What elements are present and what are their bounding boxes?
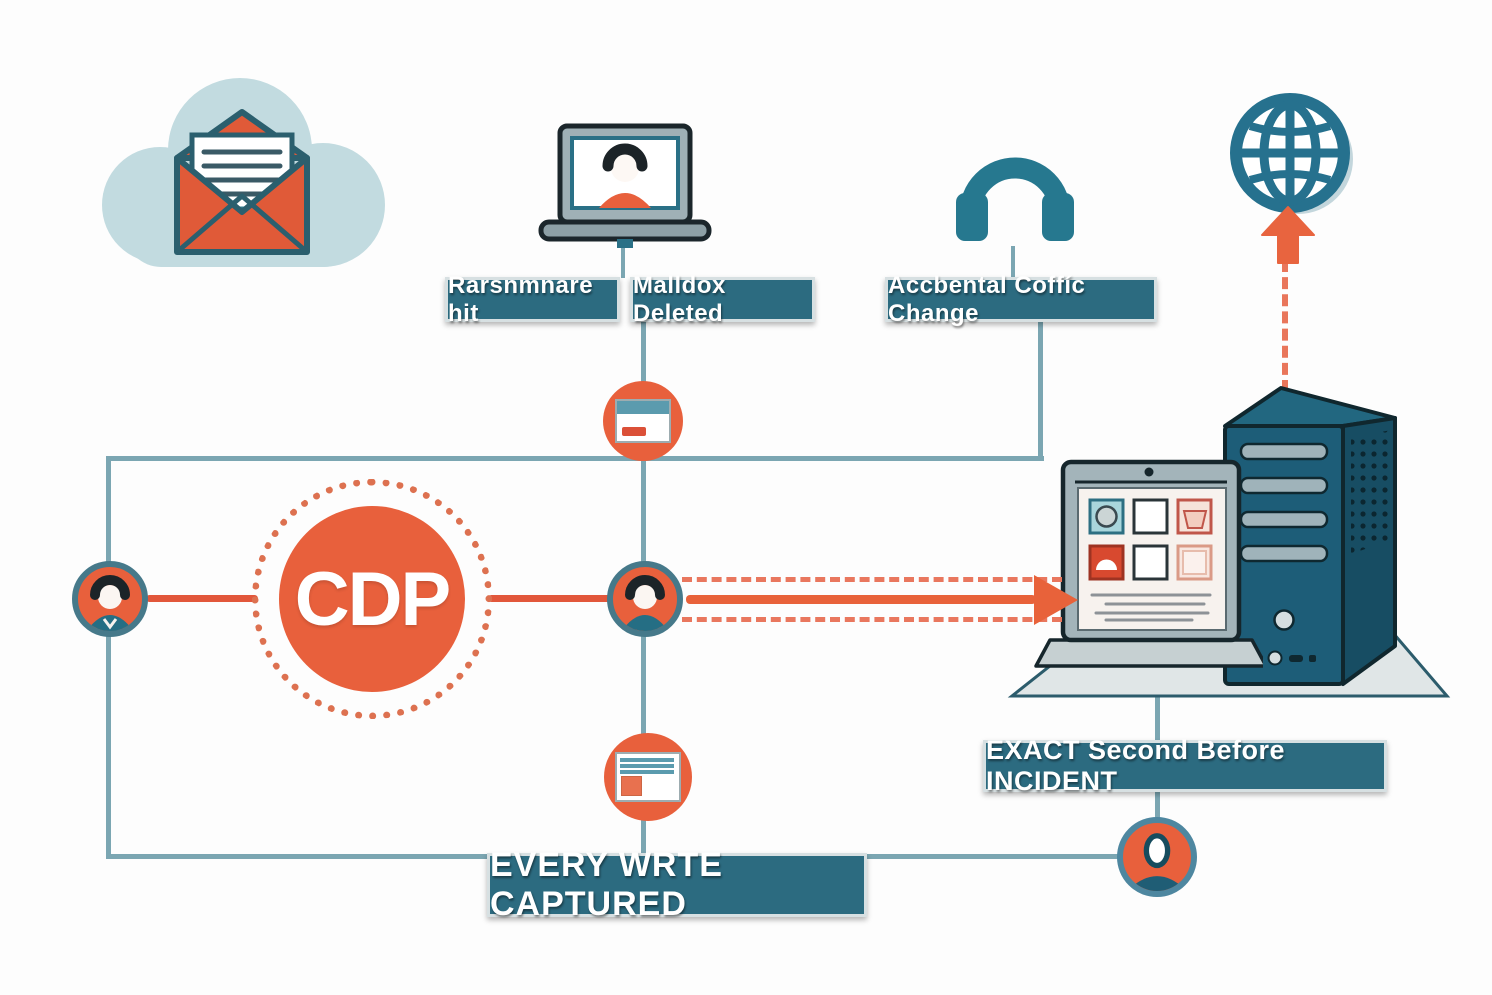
dashed-arrow-bottom xyxy=(682,617,1062,622)
connector-top-horizontal xyxy=(106,456,1044,461)
cdp-hub: CDP xyxy=(279,506,465,692)
card-line xyxy=(620,758,674,762)
connector-platform-stub xyxy=(1155,695,1160,743)
snapshot-card-icon xyxy=(603,381,683,461)
connector-headphone-stub xyxy=(1011,246,1015,278)
banner-ransomware-label: Rarsnmnare hit xyxy=(448,271,594,327)
orange-dashed-to-server xyxy=(1282,260,1288,392)
cdp-dotted-ring xyxy=(252,479,492,719)
card-line xyxy=(620,764,674,768)
banner-captured: EVERY WRTE CAPTURED xyxy=(487,846,867,923)
banner-mailbox: Malldox Deleted xyxy=(630,272,815,327)
user-glyph xyxy=(623,575,667,631)
orange-link-left xyxy=(146,595,258,602)
card-chip xyxy=(622,427,646,436)
user-avatar-icon xyxy=(72,561,148,637)
headphones-icon xyxy=(956,157,1074,241)
card-line xyxy=(620,770,674,774)
capture-arrow-head xyxy=(1034,575,1078,625)
user-glyph xyxy=(1129,833,1185,891)
user-avatar-icon xyxy=(1117,817,1197,897)
capture-arrow-shaft xyxy=(686,595,1036,604)
banner-mailbox-label: Malldox Deleted xyxy=(633,271,726,327)
banner-incident-label: EXACT Second Before INCIDENT xyxy=(986,735,1286,796)
user-glyph xyxy=(88,575,132,631)
banner-config-change-label: Accbental Coffíc Change xyxy=(888,271,1086,327)
globe-icon xyxy=(1230,93,1353,214)
banner-ransomware: Rarsnmnare hit xyxy=(445,272,620,327)
banner-captured-label: EVERY WRTE CAPTURED xyxy=(490,846,723,923)
cdp-label: CDP xyxy=(294,556,451,642)
backup-laptop-icon xyxy=(1034,459,1263,668)
card-chip xyxy=(621,776,642,796)
connector-laptop-stub xyxy=(621,244,625,278)
snapshot-card-icon xyxy=(604,733,692,821)
connector-left-vertical xyxy=(106,456,111,859)
banner-config-change: Accbental Coffíc Change xyxy=(885,272,1157,327)
up-arrow-icon xyxy=(1261,206,1315,264)
connector-config-vertical xyxy=(1038,320,1043,460)
dashed-arrow-top xyxy=(682,577,1062,582)
server-tower-icon xyxy=(1223,386,1397,686)
cloud-email-icon xyxy=(102,78,385,267)
connector-incident-stub xyxy=(1155,789,1160,823)
orange-link-right xyxy=(488,595,614,602)
user-avatar-icon xyxy=(607,561,683,637)
laptop-user-icon xyxy=(538,123,712,248)
card-header xyxy=(617,401,669,414)
banner-incident: EXACT Second Before INCIDENT xyxy=(983,735,1387,796)
